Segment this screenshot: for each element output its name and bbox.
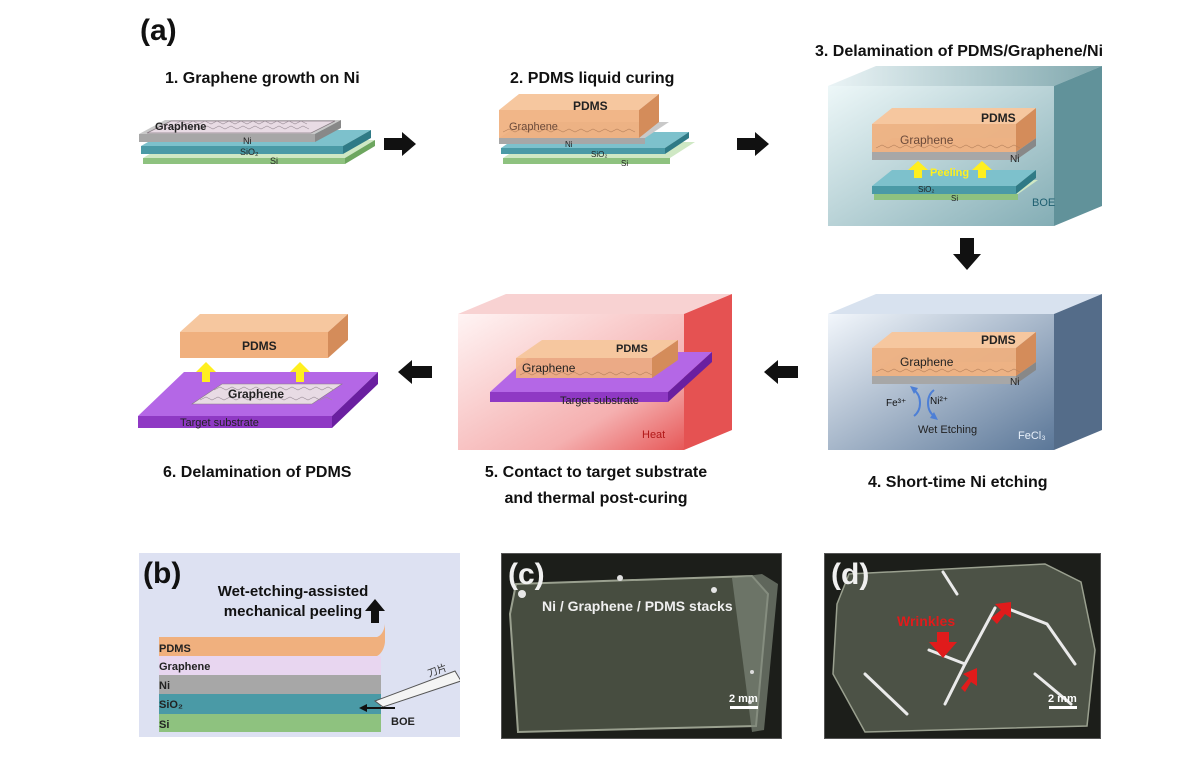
step5-substrate-label: Target substrate [560, 395, 639, 407]
panel-c-caption: Ni / Graphene / PDMS stacks [542, 598, 733, 614]
layer-sio2 [159, 694, 381, 714]
panel-b: PDMS Graphene Ni SiO₂ Si 刀片 BOE (b) Wet-… [139, 553, 460, 737]
arrow-right-icon [737, 132, 769, 156]
step3-peeling-label: Peeling [930, 167, 969, 179]
step5-diagram: PDMS Graphene Target substrate Heat [458, 294, 732, 450]
step2-sio2-label: SiO₂ [591, 150, 607, 159]
step1-diagram: Graphene Ni SiO₂ Si [139, 120, 375, 166]
step6-graphene-label: Graphene [228, 387, 284, 401]
panel-d-wrinkles-label: Wrinkles [897, 613, 955, 629]
panel-c-photo: 2 mm (c) Ni / Graphene / PDMS stacks [501, 553, 782, 739]
step4-pdms-label: PDMS [981, 333, 1016, 347]
step5-heat-label: Heat [642, 429, 665, 441]
step1-graphene-label: Graphene [155, 121, 206, 133]
boe-label: BOE [391, 716, 415, 728]
step4-ni-ion-label: Ni²⁺ [930, 396, 948, 407]
step2-title: 2. PDMS liquid curing [510, 70, 675, 87]
step3-title: 3. Delamination of PDMS/Graphene/Ni [815, 43, 1104, 60]
step3-bath-label: BOE [1032, 197, 1055, 209]
step4-diagram: PDMS Graphene Ni Fe³⁺ Ni²⁺ Wet Etching F… [828, 294, 1102, 450]
step1-title: 1. Graphene growth on Ni [165, 70, 360, 87]
step3-pdms-label: PDMS [981, 111, 1016, 125]
step2-pdms-label: PDMS [573, 99, 608, 113]
step6-pdms-label: PDMS [242, 339, 277, 353]
step2-graphene-label: Graphene [509, 121, 558, 133]
panel-b-letter: (b) [143, 557, 182, 590]
panel-c-image: 2 mm [508, 574, 778, 734]
arrow-right-icon [384, 132, 416, 156]
step4-fe-label: Fe³⁺ [886, 398, 906, 409]
panel-b-title-line1: Wet-etching-assisted [217, 583, 369, 600]
step4-ni-label: Ni [1010, 377, 1019, 388]
step2-ni-label: Ni [565, 140, 573, 149]
step5-pdms-label: PDMS [616, 343, 648, 355]
step1-sio2-label: SiO₂ [240, 147, 259, 157]
step2-diagram: PDMS Graphene Ni SiO₂ Si [499, 94, 695, 168]
layer-pdms [159, 637, 377, 656]
step6-substrate-label: Target substrate [180, 417, 259, 429]
layer-label-ni: Ni [159, 680, 170, 692]
step4-graphene-label: Graphene [900, 355, 954, 369]
step5-graphene-label: Graphene [522, 361, 576, 375]
layer-si [159, 714, 381, 732]
step5-title-line2: and thermal post-curing [504, 490, 688, 507]
step4-wet-label: Wet Etching [918, 424, 977, 436]
step3-si-label: Si [951, 194, 958, 203]
step1-si-label: Si [270, 156, 278, 166]
panel-b-title-line2: mechanical peeling [223, 603, 363, 620]
step5-title-line1: 5. Contact to target substrate [484, 464, 708, 481]
step3-diagram: PDMS Graphene Ni Peeling SiO₂ Si BOE [828, 66, 1102, 226]
layer-graphene [159, 656, 381, 675]
panel-d-letter: (d) [831, 558, 870, 591]
step2-si-label: Si [621, 159, 628, 168]
layer-label-si: Si [159, 719, 169, 731]
panel-d-image: 2 mm Wrinkles [832, 563, 1096, 733]
step3-graphene-label: Graphene [900, 133, 954, 147]
step4-bath-label: FeCl₃ [1018, 430, 1046, 442]
panel-c-letter: (c) [508, 558, 545, 591]
panel-d-scale-label: 2 mm [1048, 693, 1077, 705]
step3-ni-label: Ni [1010, 154, 1019, 165]
step6-title: 6. Delamination of PDMS [163, 464, 352, 481]
layer-label-sio2: SiO₂ [159, 699, 183, 711]
step4-title: 4. Short-time Ni etching [868, 474, 1048, 491]
layer-label-graphene: Graphene [159, 661, 210, 673]
step6-diagram: PDMS Graphene Target substrate [138, 314, 378, 429]
arrow-left-icon [764, 360, 798, 384]
step3-sio2-label: SiO₂ [918, 185, 934, 194]
panel-b-diagram: PDMS Graphene Ni SiO₂ Si 刀片 BOE [159, 599, 460, 732]
step1-ni-label: Ni [243, 136, 252, 146]
layer-label-pdms: PDMS [159, 643, 191, 655]
panel-d-photo: 2 mm Wrinkles (d) [824, 553, 1101, 739]
arrow-left-icon [398, 360, 432, 384]
layer-ni [159, 675, 381, 694]
arrow-down-icon [953, 238, 981, 270]
panel-a-letter: (a) [140, 14, 177, 47]
panel-c-scale-label: 2 mm [729, 693, 758, 705]
